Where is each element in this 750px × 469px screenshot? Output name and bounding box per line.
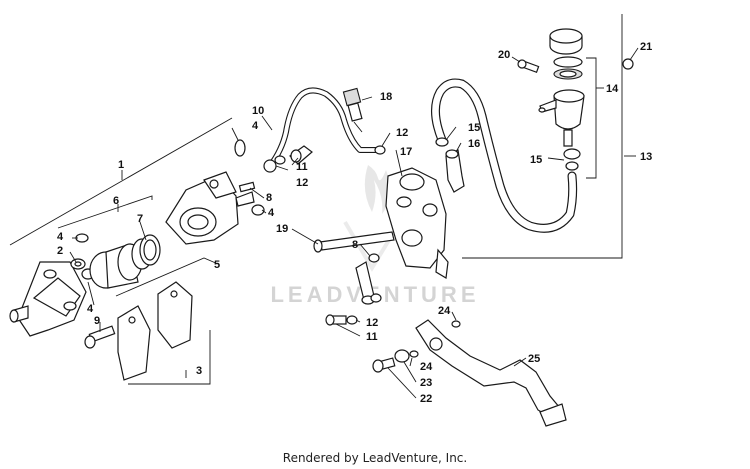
nut-21 — [622, 58, 634, 70]
bolt-9 — [84, 325, 116, 349]
callout-25: 25 — [528, 353, 540, 365]
callout-12-lower: 12 — [366, 317, 378, 329]
elbow-fitting-16 — [445, 149, 465, 193]
washer-4-caliper — [251, 204, 265, 216]
reservoir-cap — [549, 28, 583, 55]
bracket-1 — [9, 117, 233, 246]
callout-16: 16 — [468, 138, 480, 150]
callout-4-top: 4 — [252, 120, 259, 132]
fittings-12-lower — [346, 293, 382, 325]
hose-15 — [431, 78, 578, 233]
master-cylinder-17 — [385, 167, 449, 279]
callout-19: 19 — [276, 223, 288, 235]
callout-1: 1 — [118, 159, 124, 171]
bolt-11-lower — [325, 314, 347, 326]
brake-pedal-25 — [415, 319, 567, 427]
leader-lines — [69, 47, 639, 399]
callout-18: 18 — [380, 91, 392, 103]
callout-14: 14 — [606, 83, 619, 95]
fitting-12-mid — [374, 145, 386, 155]
callout-2: 2 — [57, 245, 63, 257]
piston-6 — [89, 243, 143, 289]
o-ring-4-top — [234, 139, 246, 157]
callout-17: 17 — [400, 146, 412, 158]
screw-20 — [517, 59, 540, 73]
callout-24-pedal: 24 — [438, 305, 451, 317]
banjo-12-upper — [263, 155, 286, 173]
callout-12-upper: 12 — [296, 177, 308, 189]
bracket-3 — [128, 330, 211, 385]
callout-4-left: 4 — [57, 231, 64, 243]
callout-15-upper: 15 — [468, 122, 480, 134]
callout-11-upper: 11 — [296, 161, 308, 173]
bracket-13 — [462, 14, 623, 259]
bracket-14 — [586, 57, 597, 179]
footer-credit: Rendered by LeadVenture, Inc. — [282, 451, 468, 465]
washers-23-24 — [394, 349, 419, 363]
bracket-6 — [57, 195, 153, 229]
callout-12-mid: 12 — [396, 127, 408, 139]
callout-6: 6 — [113, 195, 119, 207]
callout-5: 5 — [214, 259, 220, 271]
brake-pads-3 — [117, 281, 193, 381]
callout-8-mc: 8 — [352, 239, 358, 251]
callout-10: 10 — [252, 105, 264, 117]
callout-20: 20 — [498, 49, 510, 61]
callout-7: 7 — [137, 213, 143, 225]
caliper-bracket — [9, 261, 87, 337]
brake-line-10 — [267, 87, 381, 169]
brake-switch-18 — [342, 87, 363, 133]
callout-21: 21 — [640, 41, 652, 53]
bleeder-8-caliper — [238, 181, 256, 193]
clamp-14-lower — [563, 148, 581, 171]
washer-8-mc — [368, 253, 380, 263]
bracket-5 — [115, 257, 219, 297]
callout-4-lower: 4 — [87, 303, 94, 315]
callout-3: 3 — [196, 365, 202, 377]
callout-4-caliper: 4 — [268, 207, 275, 219]
callout-13: 13 — [640, 151, 652, 163]
callout-11-lower: 11 — [366, 331, 378, 343]
callout-24-lower: 24 — [420, 361, 433, 373]
callout-23: 23 — [420, 377, 432, 389]
callout-22: 22 — [420, 393, 432, 405]
washer-24-pedal — [451, 320, 461, 328]
bolt-22 — [372, 357, 396, 373]
callout-9: 9 — [94, 315, 100, 327]
callout-8-caliper: 8 — [266, 192, 272, 204]
reservoir-body-14 — [538, 89, 585, 147]
caliper-body-5 — [165, 171, 255, 245]
callout-15-lower: 15 — [530, 154, 542, 166]
washer-2 — [70, 258, 86, 270]
hose-clamp-15 — [435, 137, 449, 147]
seal-7 — [131, 234, 161, 270]
pushrod-mc — [355, 261, 375, 305]
reservoir-seals — [553, 56, 583, 80]
